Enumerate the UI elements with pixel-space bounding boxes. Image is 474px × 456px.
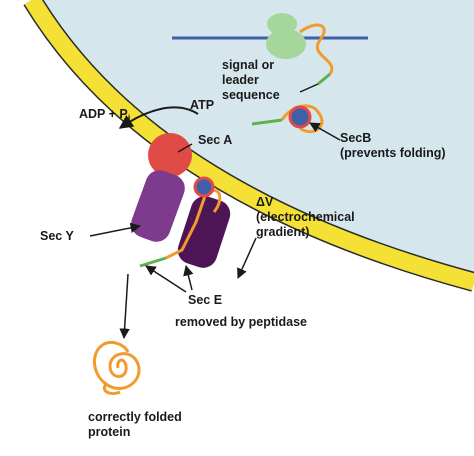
seca-label: Sec A: [198, 133, 232, 147]
translocating-chain: [165, 192, 208, 260]
secb-label: SecB (prevents folding): [340, 131, 446, 160]
nascent-chain: [299, 23, 334, 75]
folded-label: correctly folded protein: [88, 410, 185, 439]
deltav-label: ΔV (electrochemical gradient): [256, 195, 358, 239]
seca-pointer: [177, 143, 193, 153]
secy-channel: [131, 170, 185, 242]
secb-at-channel: [193, 176, 215, 198]
secb-signal-sequence: [251, 118, 283, 126]
sece-label: Sec E: [188, 293, 222, 307]
cell-membrane-fill: [24, 0, 474, 291]
signal-pointer: [299, 83, 319, 93]
cytoplasm: [32, 0, 474, 282]
ribosome: [266, 13, 306, 59]
atp-hydrolysis-arrow: [118, 106, 199, 129]
atp-label: ATP: [190, 98, 214, 112]
secy-pointer: [89, 222, 142, 237]
secy-label: Sec Y: [40, 229, 74, 243]
secb-protein: [288, 105, 312, 129]
peptidase-label: removed by peptidase: [175, 315, 307, 329]
signal-label: signal or leader sequence: [222, 58, 280, 102]
folding-arrow: [119, 273, 130, 340]
sece-pointer-1: [145, 265, 187, 293]
cleaved-signal-sequence: [139, 256, 167, 268]
secb-pointer: [309, 122, 341, 141]
folded-protein: [93, 340, 141, 396]
deltav-pointer: [237, 237, 257, 279]
nascent-signal-sequence: [317, 72, 331, 86]
sece-pointer-2: [183, 264, 194, 291]
sece-channel: [177, 196, 231, 268]
adp-label: ADP + Pi: [79, 107, 130, 124]
seca-protein: [148, 133, 192, 177]
